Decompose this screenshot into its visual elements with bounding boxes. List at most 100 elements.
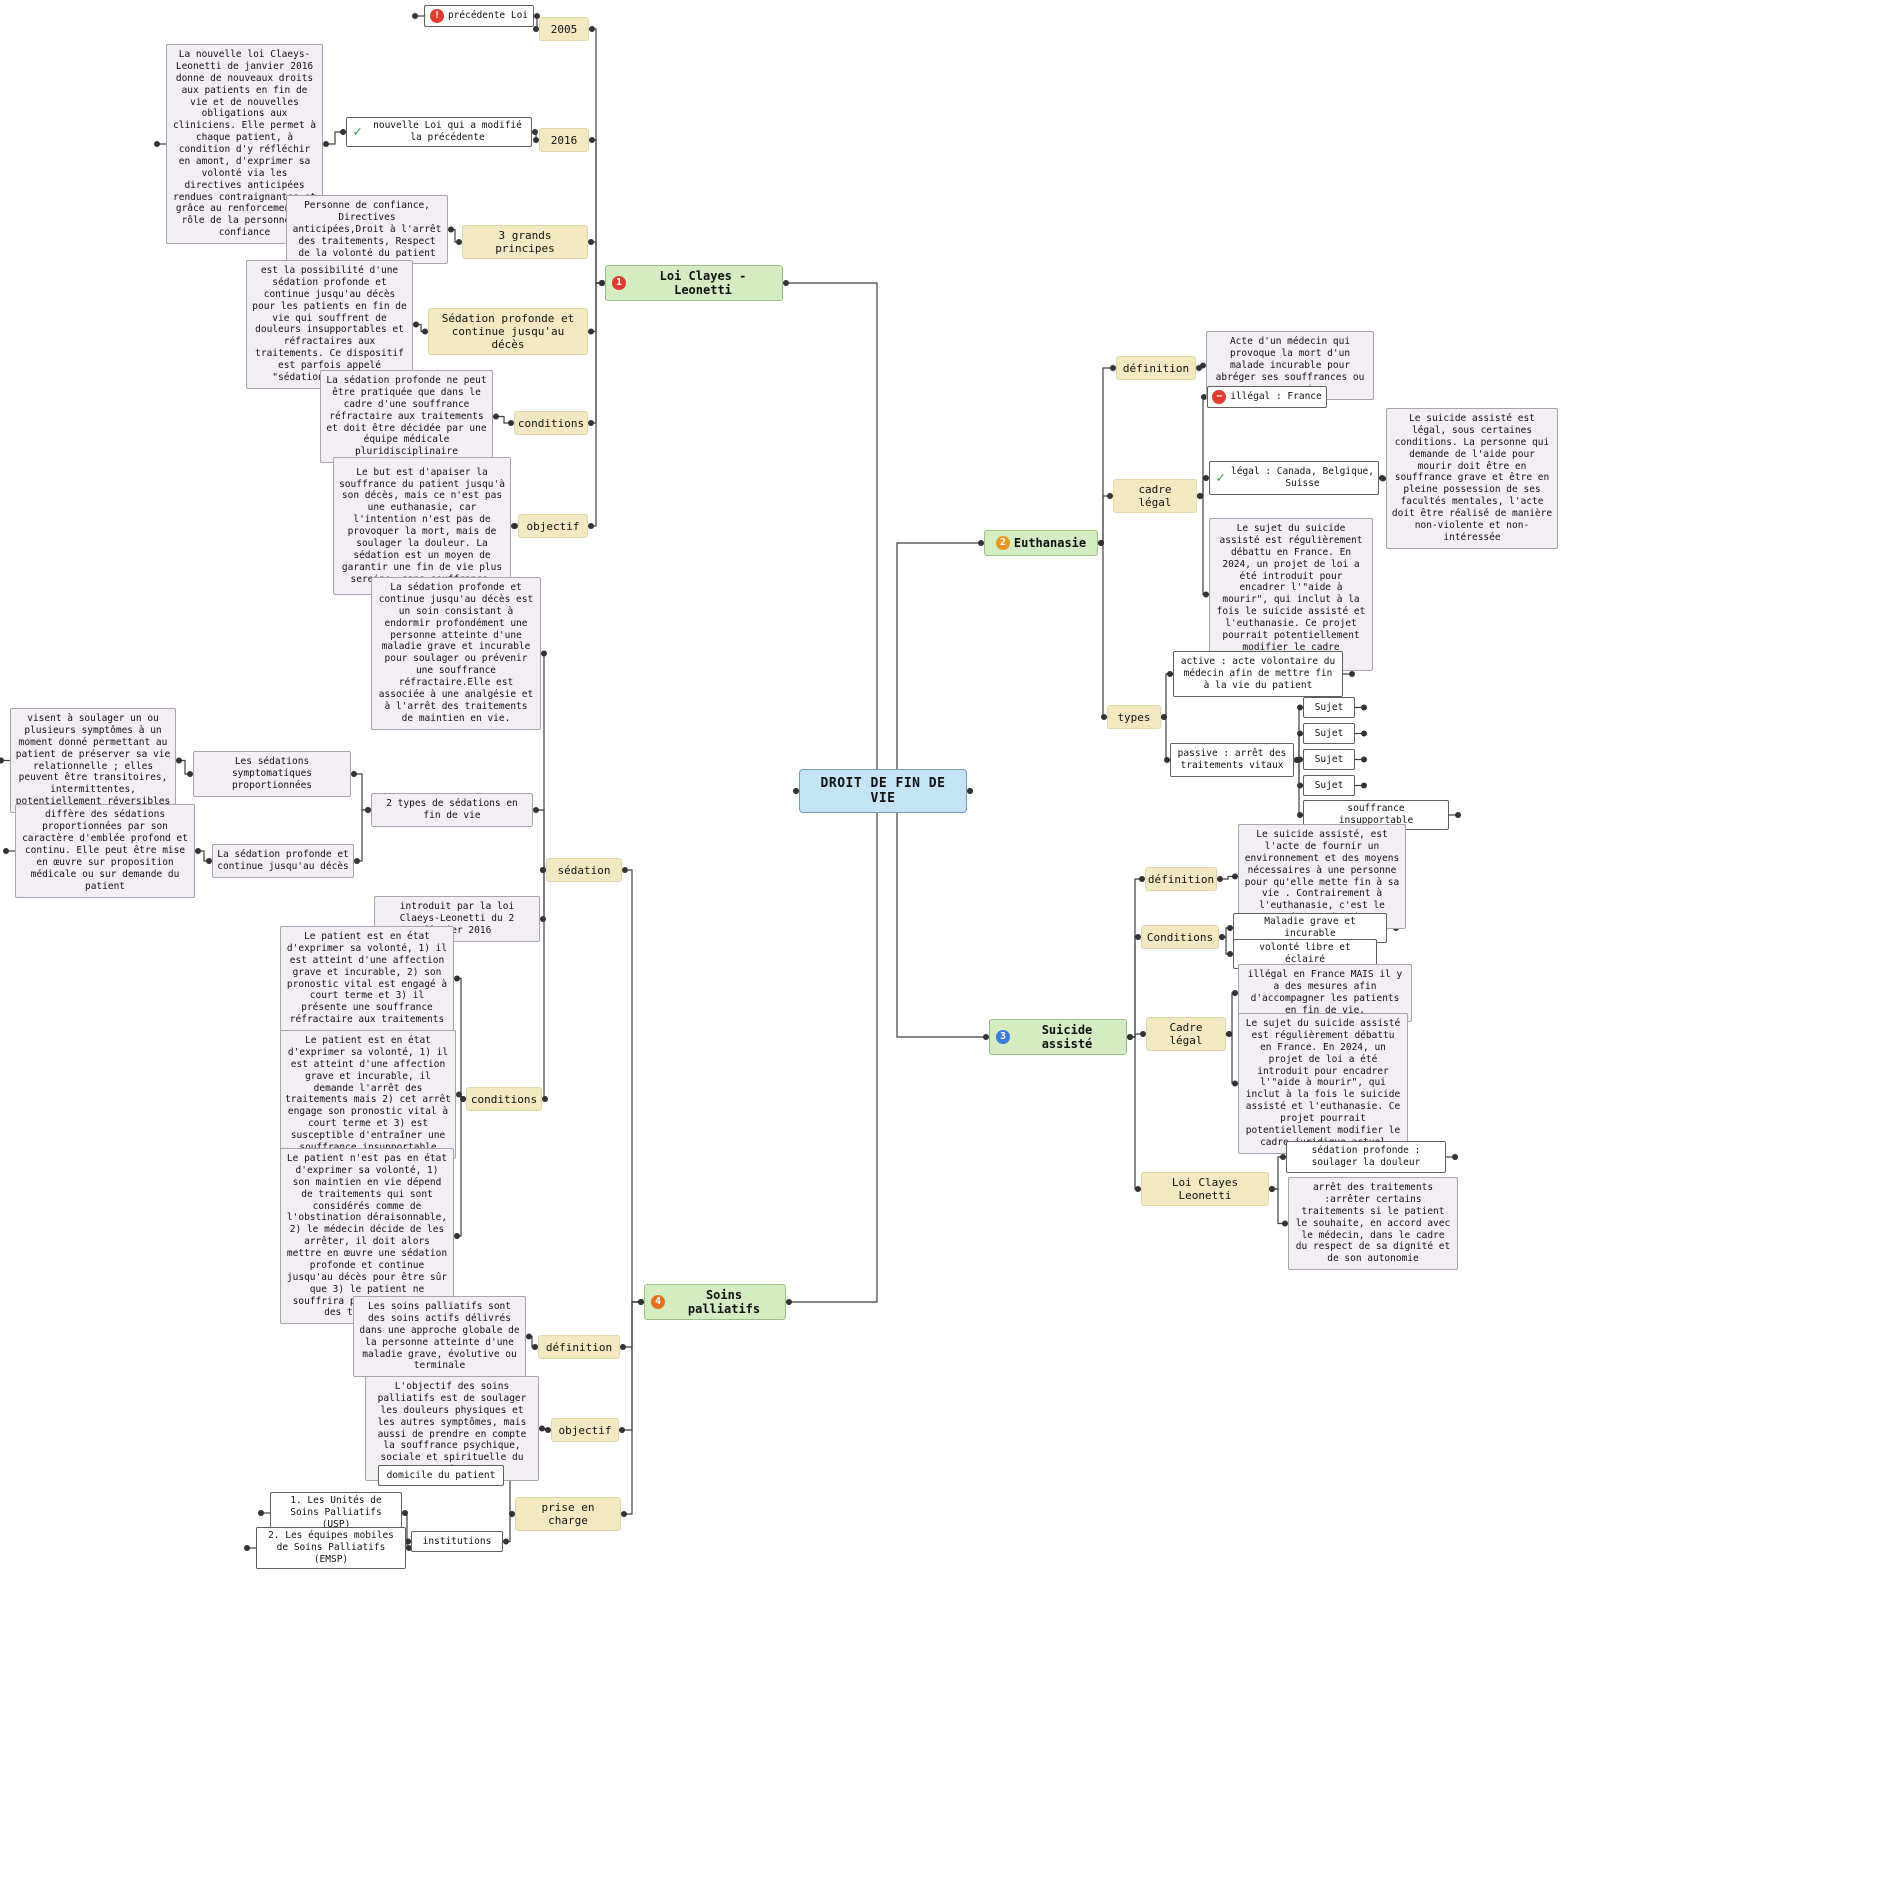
collapse-handle[interactable] [1361, 730, 1367, 737]
connector-line [504, 1474, 515, 1515]
node-sedation-profonde[interactable]: Sédation profonde et continue jusqu'au d… [428, 308, 588, 355]
node-definition-soins[interactable]: définition [538, 1335, 620, 1359]
node-sujet-4[interactable]: Sujet [1303, 775, 1355, 796]
node-deux-types-sedations[interactable]: 2 types de sédations en fin de vie [371, 793, 533, 827]
node-active-box[interactable]: active : acte volontaire du médecin afin… [1173, 651, 1343, 697]
connector-dot [1217, 876, 1223, 882]
connector-dot [1127, 1034, 1133, 1040]
node-types-euthanasie[interactable]: types [1107, 705, 1161, 729]
collapse-handle[interactable] [244, 1545, 250, 1551]
node-label: 2016 [550, 133, 578, 147]
node-note-condition-b[interactable]: Le patient est en état d'exprimer sa vol… [280, 1030, 456, 1159]
node-year-2005[interactable]: 2005 [539, 17, 589, 41]
node-note-condition-a[interactable]: Le patient est en état d'exprimer sa vol… [280, 926, 454, 1031]
node-note-nouvelle-loi[interactable]: La nouvelle loi Claeys-Leonetti de janvi… [166, 44, 323, 244]
node-domicile-patient[interactable]: domicile du patient [378, 1465, 504, 1486]
node-note-sujet-suicide[interactable]: Le sujet du suicide assisté est régulièr… [1238, 1013, 1408, 1154]
node-conditions-suicide[interactable]: Conditions [1141, 925, 1219, 949]
node-note-principes[interactable]: Personne de confiance, Directives antici… [286, 195, 448, 265]
node-label: légal : Canada, Belgique, Suisse [1231, 466, 1380, 489]
node-maladie-grave[interactable]: Maladie grave et incurable [1233, 913, 1387, 943]
connector-dot [1232, 1080, 1238, 1087]
node-label: Le suicide assisté, est l'acte de fourni… [1244, 829, 1400, 923]
node-year-2016[interactable]: 2016 [539, 128, 589, 152]
connector-dot [533, 807, 539, 813]
node-prise-en-charge[interactable]: prise en charge [515, 1497, 621, 1531]
node-conditions-sedation[interactable]: conditions [466, 1087, 542, 1111]
connector-line [1197, 495, 1209, 596]
node-sedation-continue[interactable]: La sédation profonde et continue jusqu'a… [212, 844, 354, 878]
node-label: Le but est d'apaiser la souffrance du pa… [339, 466, 505, 585]
node-sujet-3[interactable]: Sujet [1303, 749, 1355, 770]
node-legal-canada[interactable]: ✓légal : Canada, Belgique, Suisse [1209, 461, 1379, 495]
node-note-conditions-loi[interactable]: La sédation profonde ne peut être pratiq… [320, 370, 493, 464]
node-note-sujet-euthanasie[interactable]: Le sujet du suicide assisté est régulièr… [1209, 518, 1373, 671]
node-note-sedation-big[interactable]: La sédation profonde et continue jusqu'a… [371, 577, 541, 730]
node-label: passive : arrêt des traitements vitaux [1177, 748, 1293, 771]
node-note-condition-c[interactable]: Le patient n'est pas en état d'exprimer … [280, 1148, 454, 1325]
node-objectif-soins[interactable]: objectif [551, 1418, 619, 1442]
node-emsp[interactable]: 2. Les équipes mobiles de Soins Palliati… [256, 1527, 406, 1569]
node-objectif-loi[interactable]: objectif [518, 514, 588, 538]
node-note-illegal-suicide[interactable]: illégal en France MAIS il y a des mesure… [1238, 964, 1412, 1022]
connector-dot [783, 280, 789, 286]
node-definition-suicide[interactable]: définition [1145, 867, 1217, 891]
connector-dot [454, 975, 460, 982]
node-cadre-legal-suicide[interactable]: Cadre légal [1146, 1017, 1226, 1051]
collapse-handle[interactable] [1452, 1154, 1458, 1160]
node-sedations-symptomatiques[interactable]: Les sédations symptomatiques proportionn… [193, 751, 351, 797]
collapse-handle[interactable] [1361, 704, 1367, 711]
collapse-handle[interactable] [1349, 671, 1355, 677]
node-note-symptomatiques[interactable]: visent à soulager un ou plusieurs symptô… [10, 708, 176, 813]
node-label: Loi Clayes - Leonetti [659, 269, 754, 297]
node-note-arret-traitements[interactable]: arrêt des traitements :arrêter certains … [1288, 1177, 1458, 1271]
node-illegal-france[interactable]: −illégal : France [1207, 386, 1327, 408]
connector-line [588, 241, 605, 284]
connector-dot [1227, 951, 1233, 957]
node-sedation-soulager[interactable]: sédation profonde : soulager la douleur [1286, 1141, 1446, 1173]
node-sujet-2[interactable]: Sujet [1303, 723, 1355, 744]
node-institutions[interactable]: institutions [411, 1531, 503, 1552]
node-volonte-libre[interactable]: volonté libre et éclairé [1233, 939, 1377, 969]
node-usp[interactable]: 1. Les Unités de Soins Palliatifs (USP) [270, 1492, 402, 1534]
connector-line [1197, 396, 1207, 497]
node-definition-euthanasie[interactable]: définition [1116, 356, 1196, 380]
node-note-sedation-continue[interactable]: diffère des sédations proportionnées par… [15, 804, 195, 898]
node-center[interactable]: DROIT DE FIN DE VIE [799, 769, 967, 813]
connector-dot [422, 328, 428, 335]
collapse-handle[interactable] [1361, 756, 1367, 763]
collapse-handle[interactable] [3, 848, 9, 854]
connector-dot [511, 523, 517, 529]
node-sujet-1[interactable]: Sujet [1303, 697, 1355, 718]
node-passive-box[interactable]: passive : arrêt des traitements vitaux [1170, 743, 1294, 777]
node-trois-grands-principes[interactable]: 3 grands principes [462, 225, 588, 259]
collapse-handle[interactable] [154, 141, 160, 147]
check-icon: ✓ [353, 124, 362, 140]
node-label: Le patient est en état d'exprimer sa vol… [286, 931, 453, 1026]
node-label: diffère des sédations proportionnées par… [22, 809, 194, 892]
node-note-legal[interactable]: Le suicide assisté est légal, sous certa… [1386, 408, 1558, 549]
connector-dot [534, 13, 540, 19]
connector-dot [503, 1538, 509, 1545]
collapse-handle[interactable] [0, 757, 4, 764]
collapse-handle[interactable] [412, 13, 418, 19]
connector-dot [413, 321, 419, 328]
node-conditions-loi[interactable]: conditions [514, 411, 588, 435]
connector-dot [351, 771, 357, 777]
node-nouvelle-loi[interactable]: ✓nouvelle Loi qui a modifié la précédent… [346, 117, 532, 147]
node-sedation[interactable]: sédation [546, 858, 622, 882]
node-label: Acte d'un médecin qui provoque la mort d… [1215, 336, 1365, 395]
node-cadre-legal-euthanasie[interactable]: cadre légal [1113, 479, 1197, 513]
collapse-handle[interactable] [1455, 812, 1461, 818]
collapse-handle[interactable] [258, 1510, 264, 1516]
node-loi-clayes-suicide[interactable]: Loi Clayes Leonetti [1141, 1172, 1269, 1206]
node-precedente-loi[interactable]: !précédente Loi [424, 5, 534, 27]
collapse-handle[interactable] [1361, 782, 1367, 789]
node-note-definition-soins[interactable]: Les soins palliatifs sont des soins acti… [353, 1296, 526, 1378]
node-label: La sédation profonde ne peut être pratiq… [326, 375, 493, 458]
node-note-objectif-loi[interactable]: Le but est d'apaiser la souffrance du pa… [333, 457, 511, 595]
